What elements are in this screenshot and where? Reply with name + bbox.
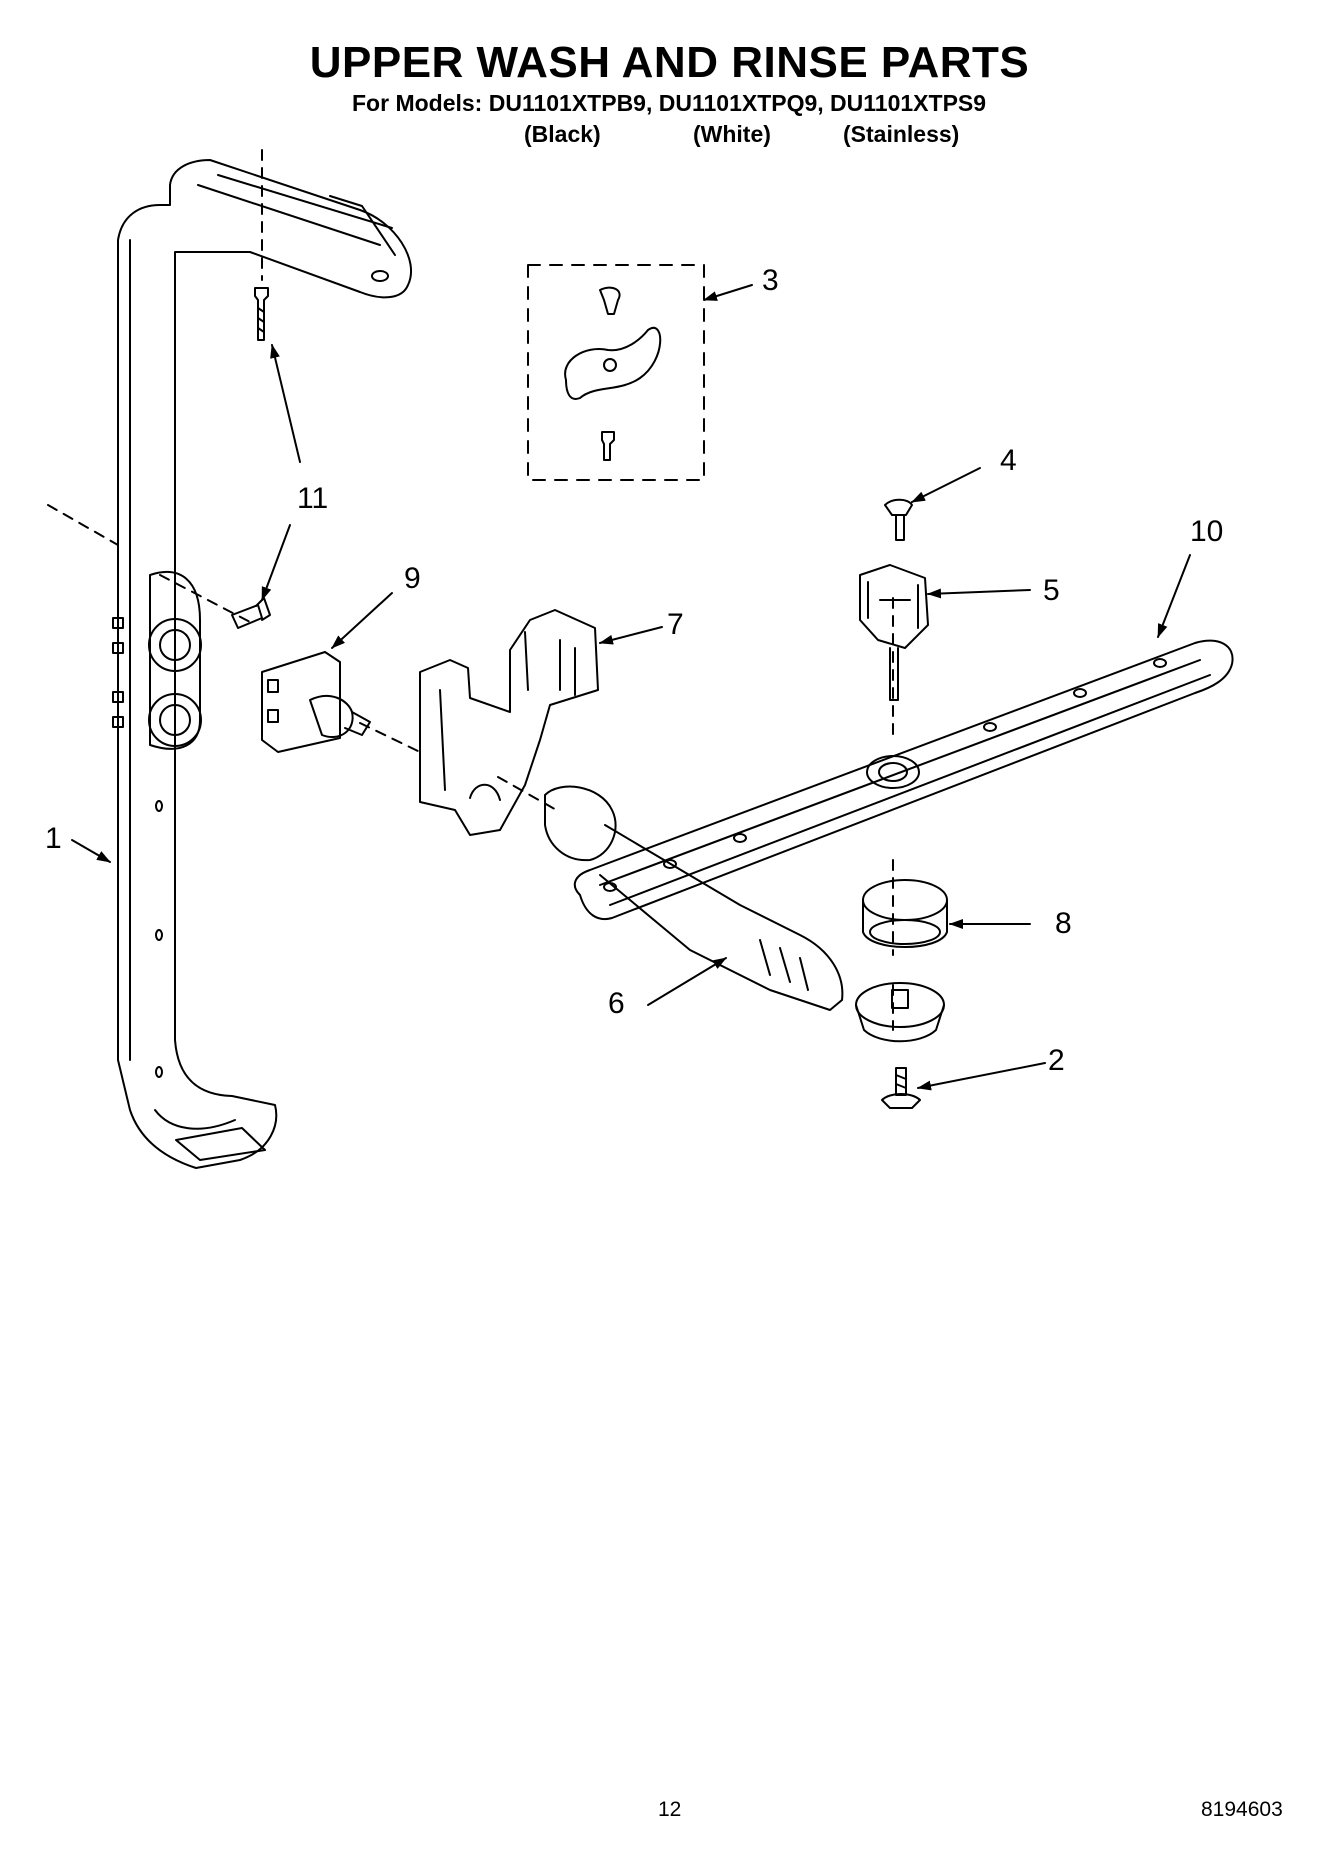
callout-7: 7 [667,608,684,641]
callout-4: 4 [1000,444,1017,477]
arrow-5 [927,588,1031,599]
callout-8: 8 [1055,907,1072,940]
document-number: 8194603 [1201,1798,1283,1821]
part-2-screw [881,1067,921,1109]
part-1-supply-tube [112,159,413,1169]
part-7-bracket [419,609,599,836]
part-11-screw-upper [254,287,269,341]
variant-white: (White) [693,121,771,147]
arrow-10 [1157,554,1191,638]
arrow-11-upper [270,344,301,463]
callout-10: 10 [1190,515,1223,548]
part-6-manifold [544,785,844,1011]
part-6-base [855,982,945,1043]
arrow-6 [647,957,727,1006]
arrow-7 [599,626,663,645]
part-4-screw [884,498,913,541]
callout-11: 11 [297,482,328,515]
assembly-lines [47,149,894,1031]
page-title: UPPER WASH AND RINSE PARTS [309,38,1030,87]
arrow-3 [703,284,753,301]
part-10-spray-arm [573,639,1234,920]
arrow-9 [331,592,393,649]
callout-2: 2 [1048,1044,1065,1077]
part-8-ring [862,879,948,948]
arrow-11-lower [261,524,291,601]
arrow-4 [911,467,981,503]
variant-black: (Black) [524,121,601,147]
callout-3: 3 [762,264,779,297]
arrow-1 [71,839,111,863]
variant-stainless: (Stainless) [843,121,960,147]
page-number: 12 [658,1798,682,1821]
callout-1: 1 [45,822,62,855]
models-line: For Models: DU1101XTPB9, DU1101XTPQ9, DU… [352,90,987,116]
callout-5: 5 [1043,574,1060,607]
part-3-kit-box [527,264,705,481]
part-9-bracket [261,651,371,753]
part-5-clip [859,564,929,701]
callout-6: 6 [608,987,625,1020]
arrow-2 [917,1062,1046,1091]
callout-arrows [71,284,1191,1091]
part-11-screw-lower [231,597,271,629]
callout-9: 9 [404,562,421,595]
part-3-hub [564,286,662,461]
